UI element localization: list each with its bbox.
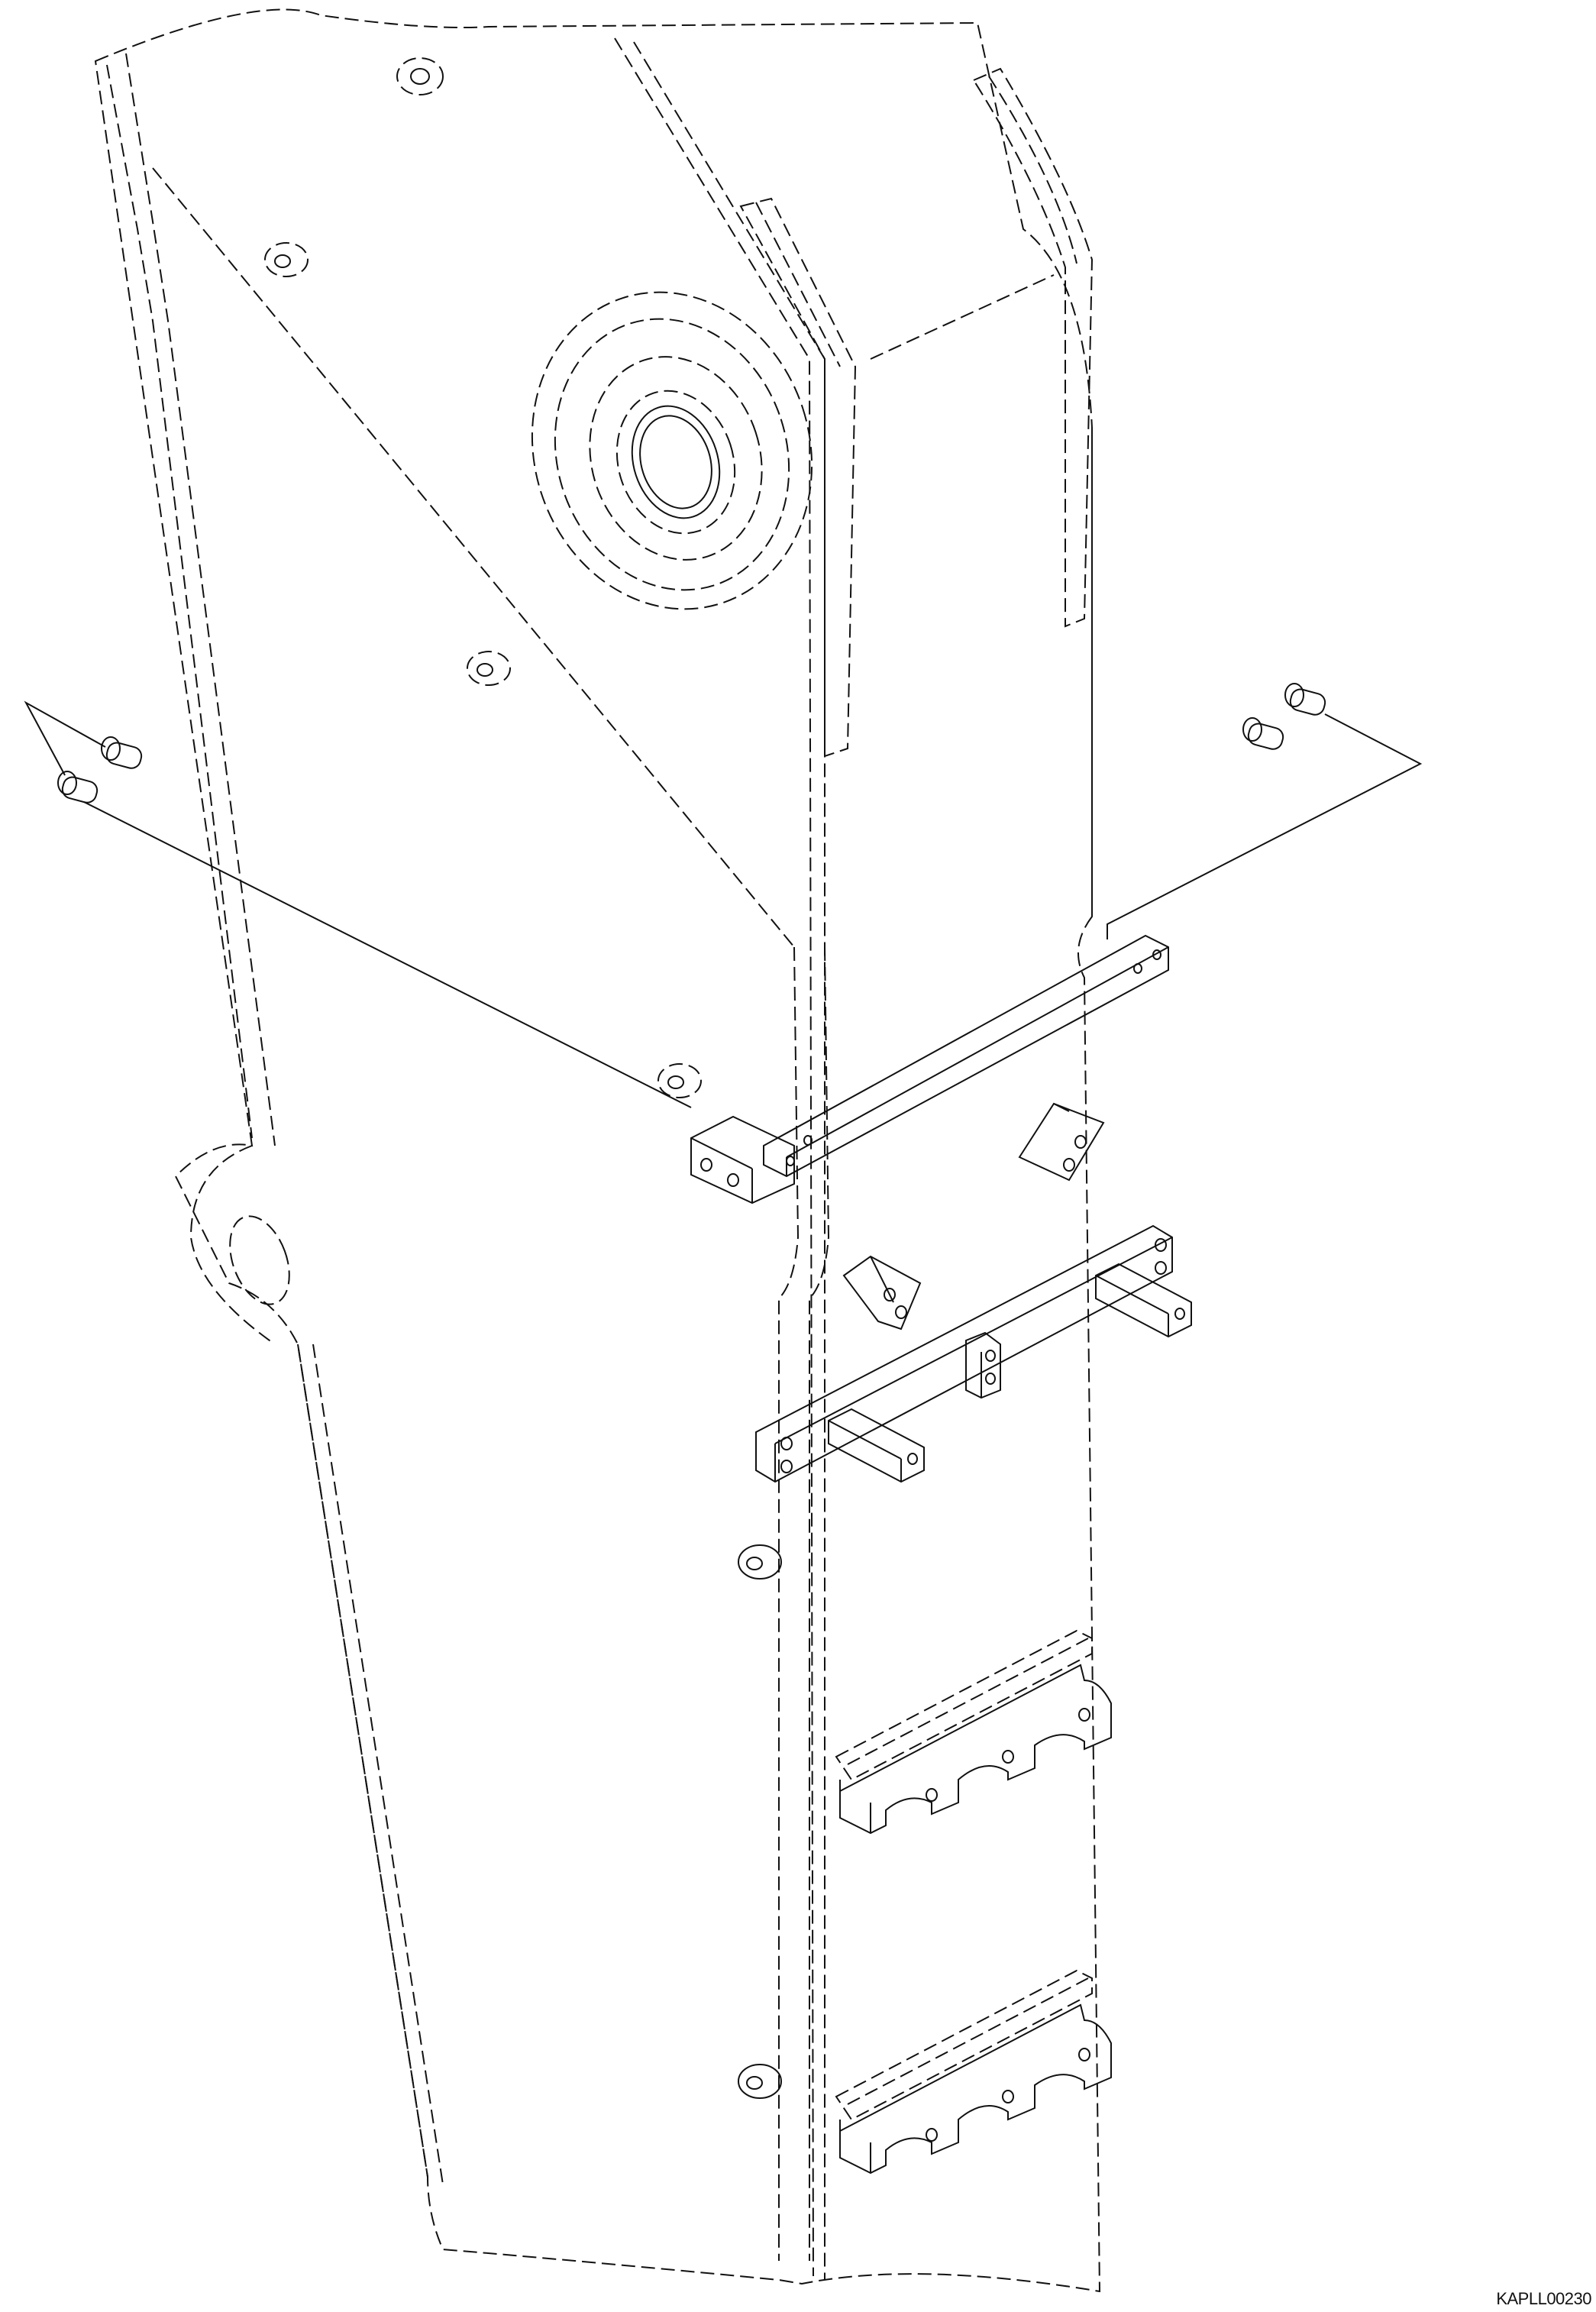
side-plate-left — [739, 197, 857, 758]
hose-clamp-lower — [835, 1969, 1112, 2175]
small-boss-group — [264, 57, 782, 2099]
boss-top — [396, 57, 444, 95]
leader-line-left-long — [83, 801, 692, 1108]
boom-outline — [94, 8, 1101, 2293]
bolt-right-1 — [1284, 683, 1326, 716]
boss-mid — [467, 651, 511, 686]
clamp-bar-middle — [755, 1224, 1192, 1483]
bolt-left-2 — [57, 771, 99, 804]
drawing-reference-code: KAPLL00230 — [1496, 2289, 1591, 2308]
leader-line-left — [24, 700, 106, 776]
leader-line-right — [1107, 713, 1423, 939]
spacer-block-left — [842, 1255, 922, 1331]
lower-lug — [189, 1145, 290, 1345]
hose-clamp-upper — [835, 1629, 1112, 1835]
pivot-boss — [531, 291, 813, 610]
spacer-block-right — [1018, 1102, 1105, 1182]
boss-upper-left — [264, 242, 309, 277]
boss-bottom-lower — [738, 2064, 782, 2099]
side-plate-right — [972, 67, 1094, 628]
bolt-right-2 — [1242, 717, 1284, 750]
boss-lower — [657, 1063, 702, 1098]
clamp-bar-upper — [690, 934, 1169, 1205]
boss-bottom-upper — [738, 1544, 782, 1580]
bolt-left-1 — [101, 736, 143, 769]
